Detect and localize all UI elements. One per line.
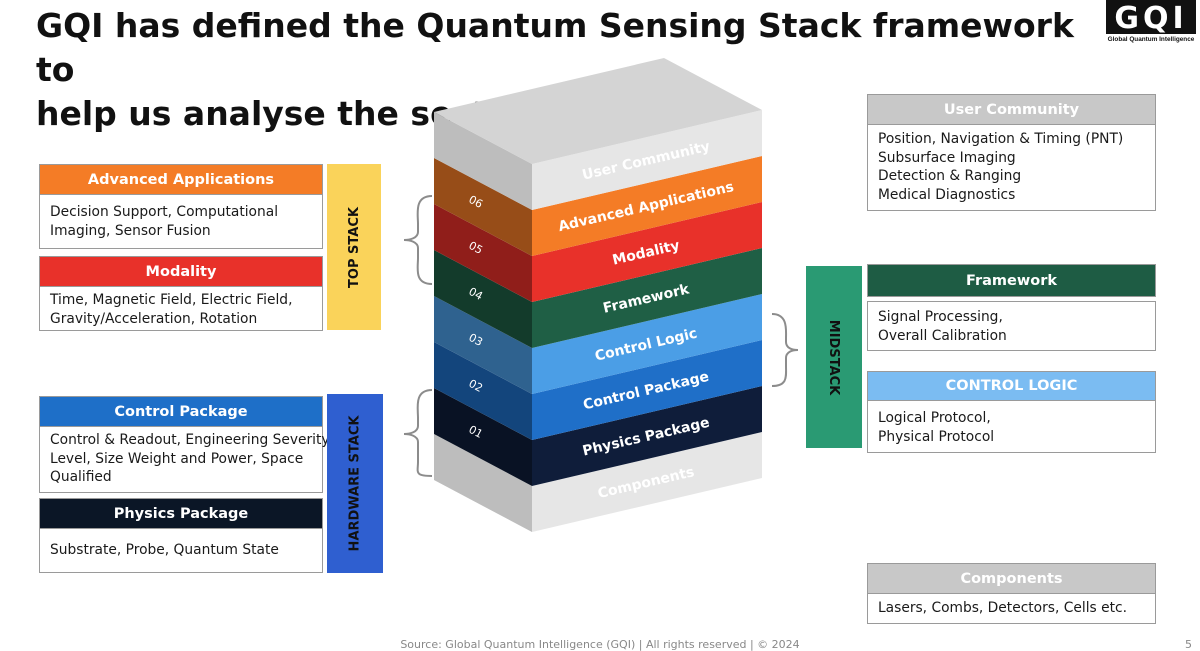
stack-layer-side — [434, 204, 532, 302]
stack-layer-number: 02 — [466, 377, 484, 395]
logo-letters: GQI — [1114, 1, 1187, 34]
title-line-1: GQI has defined the Quantum Sensing Stac… — [36, 6, 1074, 89]
midstack-label: MIDSTACK — [826, 319, 842, 395]
card-line: Subsurface Imaging — [878, 149, 1016, 166]
stack-layer-front — [532, 294, 762, 394]
stack-layer-number: 04 — [466, 285, 484, 303]
card-line: Lasers, Combs, Detectors, Cells etc. — [878, 600, 1127, 616]
card-control-package-title: Control Package — [39, 396, 323, 427]
top-stack-label: TOP STACK — [346, 206, 362, 288]
stack-layer-number: 05 — [466, 239, 484, 257]
hardware-stack-bar: HARDWARE STACK — [327, 394, 383, 573]
stack-layer-side — [434, 158, 532, 256]
stack-layer: Components — [434, 432, 762, 532]
card-line: Gravity/Acceleration, Rotation — [50, 310, 258, 327]
stack-layer-front — [532, 156, 762, 256]
card-control-logic-title: CONTROL LOGIC — [867, 371, 1156, 401]
card-line: Substrate, Probe, Quantum State — [50, 542, 279, 558]
card-modality: Modality Time, Magnetic Field, Electric … — [39, 256, 323, 331]
card-line: Physical Protocol — [878, 428, 995, 445]
card-line: Time, Magnetic Field, Electric Field, — [50, 292, 293, 308]
stack-layer-side — [434, 342, 532, 440]
card-line: Overall Calibration — [878, 327, 1007, 344]
card-physics-package: Physics Package Substrate, Probe, Quantu… — [39, 498, 323, 573]
card-line: Decision Support, Computational — [50, 204, 279, 220]
stack-layer-front — [532, 432, 762, 532]
stack-layer-front — [532, 202, 762, 302]
card-advanced-applications-title: Advanced Applications — [39, 164, 323, 195]
gqi-logo-mark: GQI — [1106, 0, 1196, 34]
gqi-logo: GQI Global Quantum Intelligence — [1106, 0, 1196, 48]
card-modality-title: Modality — [39, 256, 323, 287]
stack-layer-number: 01 — [466, 423, 484, 441]
card-components-body: Lasers, Combs, Detectors, Cells etc. — [867, 594, 1156, 624]
card-advanced-applications-body: Decision Support, Computational Imaging,… — [39, 195, 323, 249]
stack-layer-number: 06 — [466, 193, 484, 211]
stack-layer-front — [532, 110, 762, 210]
stack-layer: User Community — [434, 58, 762, 210]
stack-layer-side — [434, 434, 532, 532]
source-note: Source: Global Quantum Intelligence (GQI… — [400, 638, 800, 651]
brace-hardware-stack — [403, 389, 433, 477]
stack-layer-side — [434, 112, 532, 210]
logo-tagline: Global Quantum Intelligence — [1107, 36, 1195, 43]
card-user-community-title: User Community — [867, 94, 1156, 125]
stack-layer-side — [434, 388, 532, 486]
card-line: Medical Diagnostics — [878, 186, 1016, 203]
card-modality-body: Time, Magnetic Field, Electric Field, Gr… — [39, 287, 323, 331]
card-line: Qualified — [50, 469, 112, 485]
midstack-bar: MIDSTACK — [806, 266, 862, 448]
card-framework-title: Framework — [867, 264, 1156, 297]
top-stack-bar: TOP STACK — [327, 164, 381, 330]
card-control-logic-body: Logical Protocol, Physical Protocol — [867, 401, 1156, 453]
card-line: Detection & Ranging — [878, 168, 1022, 184]
card-physics-package-title: Physics Package — [39, 498, 323, 529]
card-line: Level, Size Weight and Power, Space — [50, 450, 304, 467]
card-framework-body: Signal Processing, Overall Calibration — [867, 301, 1156, 351]
stack-layer-top — [434, 58, 762, 164]
hardware-stack-label: HARDWARE STACK — [347, 415, 363, 552]
stack-layer-side — [434, 296, 532, 394]
brace-top-stack — [403, 195, 433, 285]
card-control-logic: CONTROL LOGIC Logical Protocol, Physical… — [867, 371, 1156, 453]
card-line: Logical Protocol, — [878, 410, 991, 426]
brace-midstack — [771, 313, 799, 387]
card-control-package: Control Package Control & Readout, Engin… — [39, 396, 330, 493]
stack-layer-front — [532, 340, 762, 440]
card-components-title: Components — [867, 563, 1156, 594]
card-line: Imaging, Sensor Fusion — [50, 222, 211, 239]
card-user-community: User Community Position, Navigation & Ti… — [867, 94, 1156, 211]
card-framework: Framework Signal Processing, Overall Cal… — [867, 264, 1156, 351]
stack-layer-side — [434, 250, 532, 348]
stack-layer-front — [532, 386, 762, 486]
stack-layer-number: 03 — [466, 331, 484, 349]
card-advanced-applications: Advanced Applications Decision Support, … — [39, 164, 323, 249]
card-line: Position, Navigation & Timing (PNT) — [878, 131, 1124, 147]
card-line: Signal Processing, — [878, 309, 1003, 325]
card-physics-package-body: Substrate, Probe, Quantum State — [39, 529, 323, 573]
page-number: 5 — [1185, 638, 1192, 651]
stack-layer-front — [532, 248, 762, 348]
card-components: Components Lasers, Combs, Detectors, Cel… — [867, 563, 1156, 624]
card-line: Control & Readout, Engineering Severity — [50, 432, 330, 448]
card-control-package-body: Control & Readout, Engineering Severity … — [39, 427, 330, 493]
card-user-community-body: Position, Navigation & Timing (PNT) Subs… — [867, 125, 1156, 211]
